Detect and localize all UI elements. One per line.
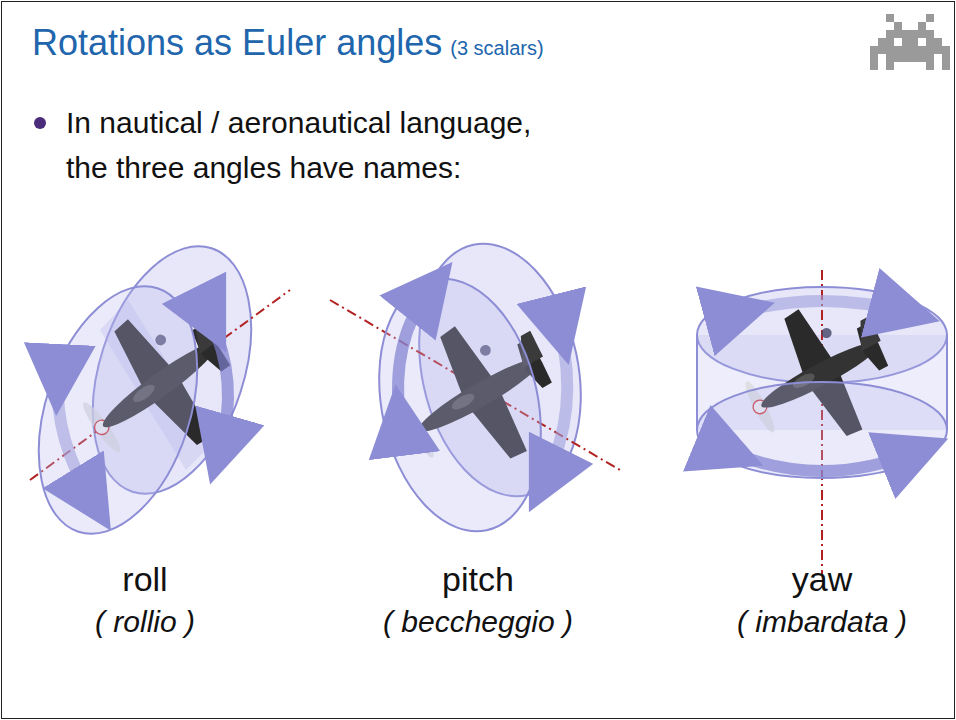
bullet-text: In nautical / aeronautical language, the… — [66, 100, 556, 190]
slide-title: Rotations as Euler angles — [32, 22, 442, 64]
yaw-figure — [697, 270, 947, 575]
axis-name: pitch — [442, 560, 514, 599]
pitch-figure — [330, 229, 620, 547]
axis-name-italian: ( imbardata ) — [737, 605, 907, 639]
roll-figure — [10, 226, 290, 554]
invader-icon — [870, 14, 950, 70]
bullet-dot — [34, 117, 46, 129]
title-note: (3 scalars) — [450, 37, 543, 60]
axis-name: yaw — [792, 560, 852, 599]
axis-name-italian: ( rollio ) — [95, 605, 195, 639]
axis-name-italian: ( beccheggio ) — [383, 605, 573, 639]
axis-name: roll — [122, 560, 167, 599]
